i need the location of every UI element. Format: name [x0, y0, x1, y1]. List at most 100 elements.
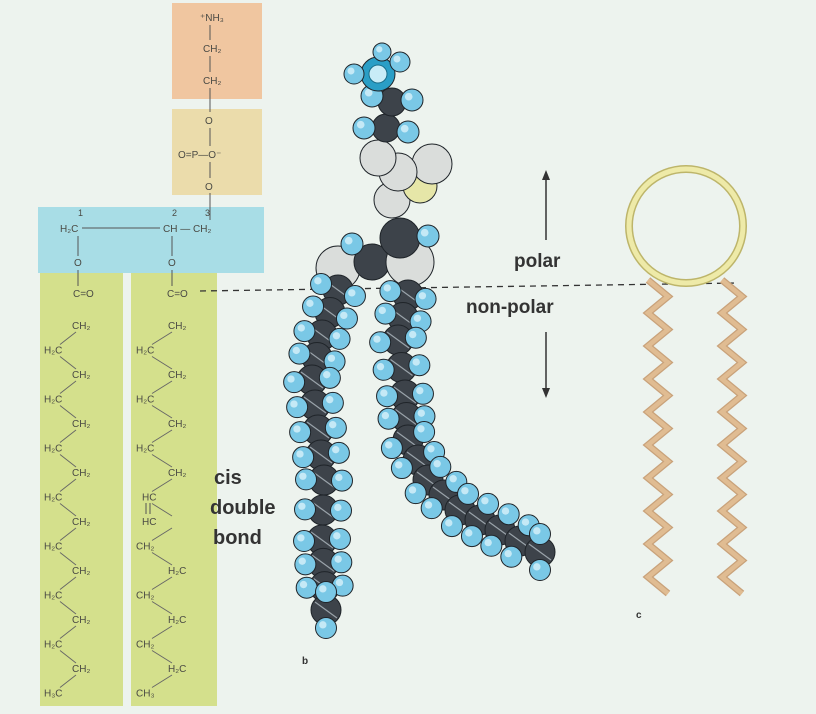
atom-highlight [335, 473, 343, 482]
atom-highlight [395, 461, 403, 469]
atom-highlight [376, 46, 383, 53]
space-filling-model [283, 42, 556, 639]
atom-highlight [449, 475, 457, 483]
hydrogen-atom [321, 391, 344, 414]
carbon-highlight [528, 543, 552, 561]
atom-highlight [433, 460, 441, 468]
atom-highlight [504, 549, 512, 558]
atom-highlight [445, 519, 453, 527]
atom-highlight [323, 371, 331, 379]
hydrogen-atom [352, 116, 376, 140]
panel-c-label: c [636, 610, 642, 621]
hydrogen-atom [335, 307, 358, 330]
atom-highlight [332, 332, 341, 340]
hydrogen-atom [460, 525, 483, 548]
left-chain-bond [59, 674, 77, 688]
schematic-tail-right-fill [718, 278, 746, 596]
hydrogen-atom [500, 545, 523, 568]
hydrogen-atom [315, 617, 337, 639]
atom-highlight [533, 527, 541, 535]
hydrogen-atom [330, 551, 353, 574]
atom-highlight [334, 555, 342, 563]
atom-highlight [481, 497, 489, 505]
left-chain-box [40, 273, 123, 706]
hydrogen-atom [324, 416, 347, 439]
left-chain-row: CH₂ [72, 419, 90, 430]
hydrogen-atom [310, 272, 333, 295]
atom-highlight [420, 228, 429, 237]
left-carbonyl: C=O [73, 289, 94, 300]
right-chain-row: H₂C [136, 395, 154, 406]
atom-highlight [400, 124, 409, 133]
atom-highlight [335, 578, 344, 587]
hydrogen-atom [294, 498, 317, 521]
atom-highlight [533, 563, 541, 571]
atom-highlight [314, 277, 322, 285]
atom-highlight [319, 585, 327, 593]
atom-highlight [501, 507, 510, 515]
glycerol-middle: CH — CH₂ [163, 224, 211, 235]
ch2-label-b: CH₂ [203, 76, 221, 87]
atom-highlight [292, 346, 300, 355]
right-chain-row: H₂C [136, 346, 154, 357]
hydrogen-atom [497, 503, 520, 526]
right-chain-row: H₂C [136, 444, 154, 455]
atom-highlight [299, 580, 308, 589]
hydrogen-atom [295, 576, 318, 599]
left-chain-row: CH₂ [72, 370, 90, 381]
non-polar-arrowhead-icon [542, 388, 550, 398]
right-chain-bond [151, 405, 173, 419]
right-chain-row: H₂C [168, 664, 186, 675]
left-chain-row: CH₂ [72, 517, 90, 528]
left-chain-bond [59, 527, 77, 541]
glycerol-num-2: 2 [172, 208, 177, 218]
right-chain-box [131, 273, 217, 706]
hydrogen-atom [477, 492, 500, 515]
left-chain-bond [59, 625, 77, 639]
atom-highlight [296, 450, 304, 458]
atom-highlight [287, 375, 295, 383]
left-chain-row: H₂C [44, 493, 62, 504]
schematic-tail-left-fill [644, 278, 672, 596]
hydrogen-atom [480, 534, 503, 557]
carbon-highlight [386, 331, 410, 349]
hydrogen-atom [411, 382, 434, 405]
hydrogen-atom [302, 295, 325, 318]
atom-highlight [424, 501, 433, 509]
hydrogen-atom [315, 581, 337, 603]
hydrogen-atom [420, 497, 443, 520]
atom-highlight [329, 421, 337, 429]
hydrogen-atom [529, 523, 551, 545]
hydrogen-atom [377, 407, 400, 430]
atom-highlight [326, 396, 334, 404]
left-chain-row: H₂C [44, 346, 62, 357]
carbon-highlight [395, 409, 418, 426]
left-chain-row: CH₂ [72, 615, 90, 626]
right-chain-bond [151, 650, 173, 664]
oxygen-atom [359, 139, 397, 177]
schematic-lipid [625, 165, 748, 597]
left-chain-row: CH₂ [72, 321, 90, 332]
carbon-highlight [314, 601, 338, 619]
left-chain-bond [59, 331, 77, 345]
hydrogen-atom [376, 385, 399, 408]
right-chain-row: CH₂ [168, 370, 186, 381]
atom-highlight [412, 358, 420, 366]
hydrogen-atom [318, 366, 341, 389]
atom-highlight [461, 487, 469, 495]
right-chain-bond [151, 625, 173, 639]
hydrogen-atom [429, 455, 452, 478]
model-chain-right [369, 279, 556, 581]
glycerol-left: H₂C [60, 224, 78, 235]
atom-highlight [408, 486, 417, 494]
right-chain-bond [151, 527, 173, 541]
left-chain-bond [59, 503, 77, 517]
carbon-highlight [311, 554, 335, 572]
left-chain-bond [59, 380, 77, 394]
glycerol-o-right: O [168, 258, 176, 269]
hydrogen-atom [369, 331, 392, 354]
right-chain-row: CH₃ [136, 689, 155, 700]
hydrogen-atom [529, 559, 551, 581]
atom-highlight [293, 425, 301, 433]
hydrogen-atom [343, 63, 365, 85]
